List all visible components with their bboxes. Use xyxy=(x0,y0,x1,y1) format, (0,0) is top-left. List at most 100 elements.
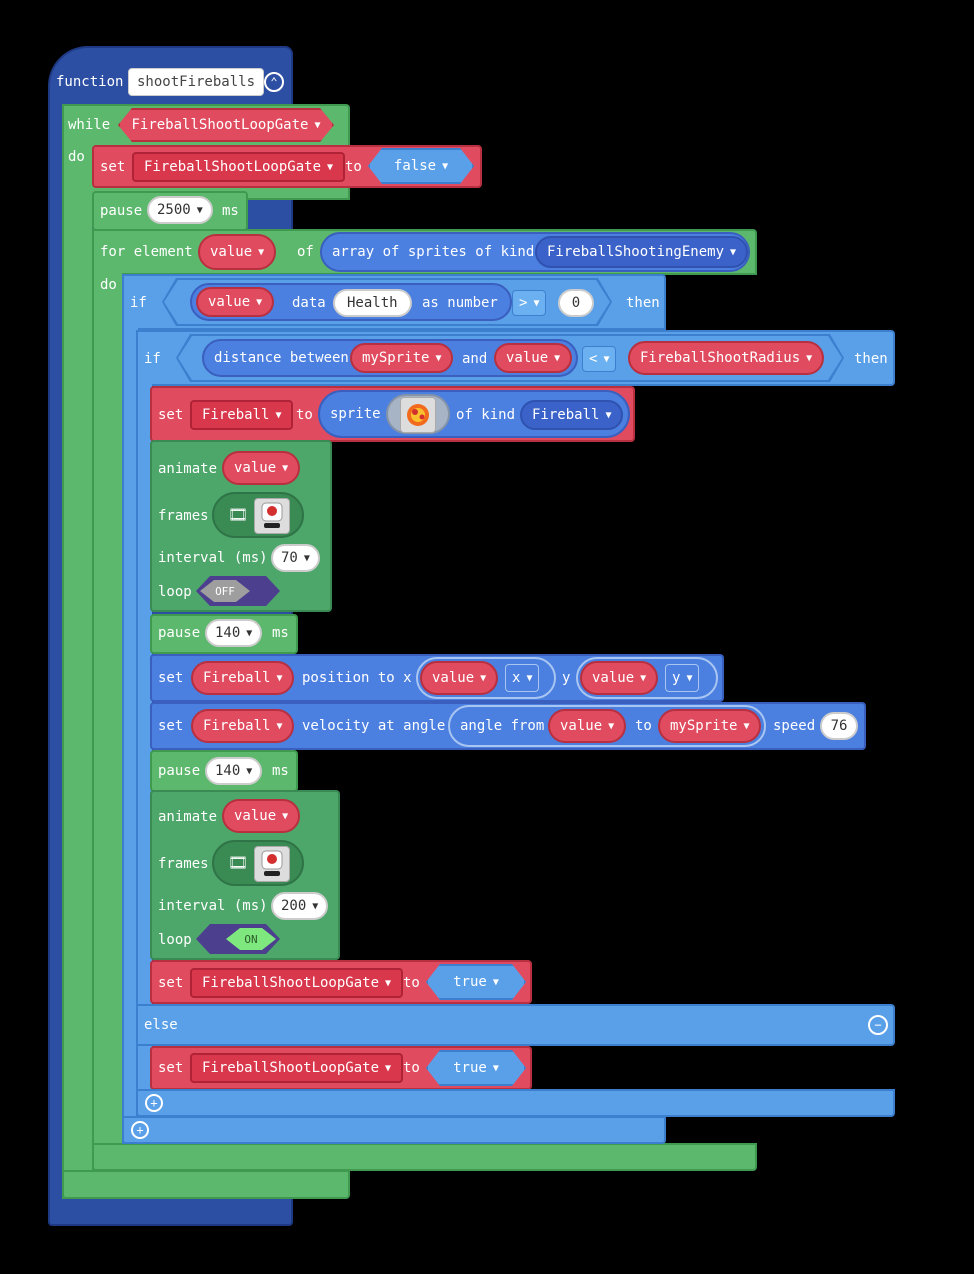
add-else-icon[interactable]: + xyxy=(131,1121,149,1139)
set-keyword: set xyxy=(158,670,184,686)
chevron-down-icon: ▼ xyxy=(258,246,265,258)
loop-label: loop xyxy=(158,932,192,948)
else-bar xyxy=(136,1004,895,1046)
distance-b-label: value xyxy=(506,350,549,366)
to-label: to xyxy=(345,159,362,175)
operator-lt-label: < xyxy=(589,351,598,367)
radius-dropdown[interactable]: FireballShootRadius▼ xyxy=(628,341,825,375)
y-var-dropdown[interactable]: value▼ xyxy=(580,661,659,695)
interval2-dropdown[interactable]: 200▼ xyxy=(271,892,329,920)
pause-value-dropdown[interactable]: 2500▼ xyxy=(147,196,213,224)
interval1-dropdown[interactable]: 70▼ xyxy=(271,544,320,572)
loop-toggle-off[interactable]: OFF xyxy=(196,576,280,606)
position-var-dropdown[interactable]: Fireball▼ xyxy=(191,661,295,695)
sprite-kind-dropdown[interactable]: FireballShootingEnemy ▼ xyxy=(535,236,749,268)
y-label: y xyxy=(562,670,571,686)
animate-keyword: animate xyxy=(158,461,218,477)
for-element-arm xyxy=(92,229,122,1171)
angle-a-dropdown[interactable]: value ▼ xyxy=(548,709,627,743)
function-name-input[interactable]: shootFireballs xyxy=(128,68,265,96)
chevron-down-icon: ▼ xyxy=(806,352,813,364)
false-dropdown[interactable]: false▼ xyxy=(368,148,474,184)
chevron-down-icon: ▼ xyxy=(256,296,263,308)
position-var-label: Fireball xyxy=(203,670,271,686)
set-true2-var-dropdown[interactable]: FireballShootLoopGate▼ xyxy=(190,1053,404,1083)
speed-label: speed xyxy=(773,718,816,734)
x-var-dropdown[interactable]: value▼ xyxy=(420,661,499,695)
while-condition-dropdown[interactable]: FireballShootLoopGate ▼ xyxy=(118,108,334,142)
collapse-icon[interactable]: ⌃ xyxy=(264,72,284,92)
set-gate-var-dropdown[interactable]: FireballShootLoopGate▼ xyxy=(132,152,346,182)
pause-unit: ms xyxy=(272,763,289,779)
operator-gt-dropdown[interactable]: >▼ xyxy=(512,290,547,316)
of-kind-label: of kind xyxy=(456,407,516,423)
animate2-var-dropdown[interactable]: value▼ xyxy=(222,799,301,833)
if-health-var-dropdown[interactable]: value▼ xyxy=(196,287,275,317)
chevron-down-icon: ▼ xyxy=(314,119,321,131)
chevron-down-icon: ▼ xyxy=(385,977,392,989)
set-keyword: set xyxy=(158,975,184,991)
fireball-kind-label: Fireball xyxy=(532,407,600,423)
velocity-var-label: Fireball xyxy=(203,718,271,734)
distance-b-dropdown[interactable]: value ▼ xyxy=(494,343,573,373)
sprite-label: sprite xyxy=(330,406,381,422)
x-prop-label: x xyxy=(512,670,521,686)
animate2-var-label: value xyxy=(234,808,277,824)
distance-a-label: mySprite xyxy=(362,350,430,366)
add-else-if-icon[interactable]: + xyxy=(145,1094,163,1112)
loop-on-knob: ON xyxy=(226,928,276,950)
fireball-image-icon xyxy=(400,397,436,433)
true-dropdown-2[interactable]: true▼ xyxy=(426,1050,526,1086)
then-label: then xyxy=(626,295,660,311)
chevron-down-icon: ▼ xyxy=(526,672,533,684)
distance-a-dropdown[interactable]: mySprite▼ xyxy=(350,343,454,373)
true-label-1: true xyxy=(453,974,487,990)
interval-label: interval (ms) xyxy=(158,550,268,566)
zero-input[interactable]: 0 xyxy=(558,289,594,317)
health-field-label: Health xyxy=(347,295,398,311)
chevron-down-icon: ▼ xyxy=(608,720,615,732)
fireball-kind-dropdown[interactable]: Fireball▼ xyxy=(520,400,624,430)
pause3-value-dropdown[interactable]: 140▼ xyxy=(205,757,263,785)
angle-a-label: value xyxy=(560,718,603,734)
health-field-input[interactable]: Health xyxy=(333,289,412,317)
loop-off-label: OFF xyxy=(215,584,235,598)
chevron-down-icon: ▼ xyxy=(533,297,540,309)
velocity-var-dropdown[interactable]: Fireball ▼ xyxy=(191,709,295,743)
true-label-2: true xyxy=(453,1060,487,1076)
set-fireball-var-dropdown[interactable]: Fireball▼ xyxy=(190,400,294,430)
to-label: to xyxy=(635,718,652,734)
angle-b-dropdown[interactable]: mySprite▼ xyxy=(658,709,762,743)
while-keyword: while xyxy=(68,117,111,133)
for-var-dropdown[interactable]: value ▼ xyxy=(198,234,277,270)
chevron-down-icon: ▼ xyxy=(554,352,561,364)
frames-label: frames xyxy=(158,856,209,872)
remove-else-icon[interactable]: − xyxy=(868,1015,888,1035)
if-keyword: if xyxy=(130,295,147,311)
while-condition-label: FireballShootLoopGate xyxy=(131,117,309,133)
for-var-label: value xyxy=(210,244,253,260)
set-true1-var-dropdown[interactable]: FireballShootLoopGate ▼ xyxy=(190,968,404,998)
chevron-down-icon: ▼ xyxy=(730,246,737,258)
data-label: data xyxy=(292,295,326,311)
operator-lt-dropdown[interactable]: <▼ xyxy=(582,346,617,372)
x-prop-dropdown[interactable]: x▼ xyxy=(505,664,540,692)
sprite-kind-label: FireballShootingEnemy xyxy=(547,244,725,260)
zero-value: 0 xyxy=(571,295,581,311)
array-of-sprites-label: array of sprites of kind xyxy=(332,244,535,260)
chevron-down-icon: ▼ xyxy=(686,672,693,684)
pause2-value-dropdown[interactable]: 140▼ xyxy=(205,619,263,647)
y-var-label: value xyxy=(592,670,635,686)
chevron-down-icon: ▼ xyxy=(246,765,253,777)
set-true1-var-label: FireballShootLoopGate xyxy=(202,975,380,991)
true-dropdown-1[interactable]: true▼ xyxy=(426,964,526,1000)
animate1-var-dropdown[interactable]: value▼ xyxy=(222,451,301,485)
y-prop-dropdown[interactable]: y▼ xyxy=(665,664,700,692)
pause-keyword: pause xyxy=(100,203,143,219)
loop-toggle-on[interactable]: ON xyxy=(196,924,280,954)
speed-input[interactable]: 76 xyxy=(820,712,858,740)
animate1-var-label: value xyxy=(234,460,277,476)
pause-unit: ms xyxy=(272,625,289,641)
set-keyword: set xyxy=(158,718,184,734)
chevron-down-icon: ▼ xyxy=(276,720,283,732)
